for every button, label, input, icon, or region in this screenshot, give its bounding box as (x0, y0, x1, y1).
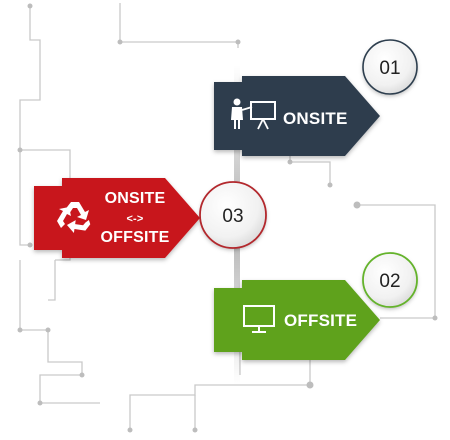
step-03-label-line-1: ONSITE (105, 190, 166, 207)
number-badge-02: 02 (362, 252, 418, 308)
step-02-label: OFFSITE (284, 311, 357, 330)
step-03-label-line-2: <-> (126, 213, 143, 225)
step-03-label-line-3: OFFSITE (101, 229, 170, 246)
presenter-board-icon (231, 98, 276, 130)
monitor-icon (243, 305, 275, 333)
step-03-arrow (34, 178, 200, 258)
number-02: 02 (379, 271, 400, 292)
step-01: ONSITE (214, 76, 380, 156)
number-03: 03 (222, 206, 243, 227)
number-01: 01 (379, 58, 400, 79)
step-01-label: ONSITE (283, 109, 348, 128)
step-03: ONSITE <-> OFFSITE (34, 178, 200, 258)
step-02-arrow (214, 280, 380, 360)
recycle-icon (57, 202, 91, 233)
number-badge-03: 03 (199, 181, 267, 249)
number-badge-01: 01 (362, 39, 418, 95)
step-01-arrow (214, 76, 380, 156)
step-02: OFFSITE (214, 280, 380, 360)
